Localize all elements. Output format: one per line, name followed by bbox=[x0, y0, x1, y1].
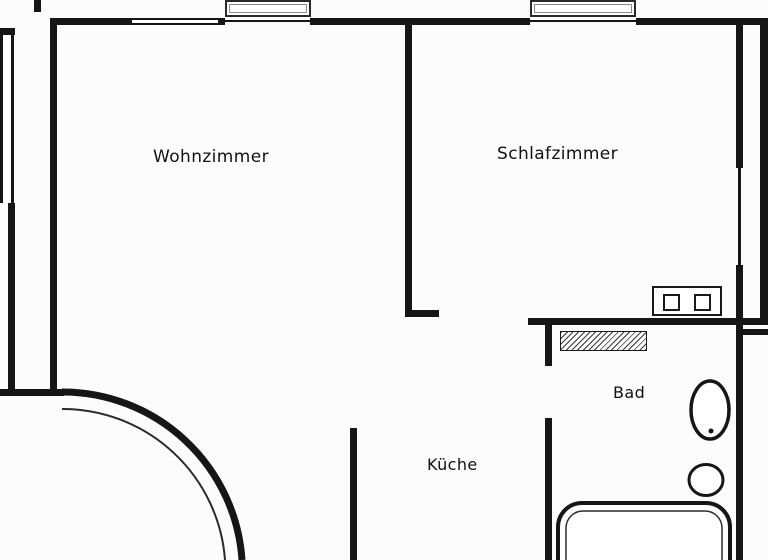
window-symbol-right-thin bbox=[738, 168, 741, 265]
wall-bad-left-lower bbox=[545, 418, 552, 560]
window-pane bbox=[534, 4, 632, 13]
room-label-wohnzimmer: Wohnzimmer bbox=[153, 147, 269, 167]
wall-stub-top-left bbox=[34, 0, 41, 12]
wall-top-thin-under-window-2 bbox=[530, 20, 636, 22]
curved-bay-wall-outer bbox=[61, 388, 246, 560]
wall-top-segment-4 bbox=[636, 18, 768, 25]
radiator-symbol bbox=[560, 331, 647, 351]
room-label-kueche: Küche bbox=[427, 455, 478, 474]
wall-top-segment-2 bbox=[218, 18, 225, 25]
wall-right-bath bbox=[736, 318, 743, 560]
bathtub-symbol bbox=[556, 501, 732, 560]
window-symbol-top-2 bbox=[530, 0, 636, 17]
cabinet-drawer-2 bbox=[694, 294, 711, 311]
wall-right-corner-line bbox=[743, 329, 768, 335]
wall-right-mid bbox=[736, 265, 743, 318]
room-label-bad: Bad bbox=[613, 383, 646, 402]
toilet-symbol bbox=[687, 463, 725, 497]
wall-far-right-outer bbox=[760, 18, 768, 318]
wall-top-segment-3 bbox=[310, 18, 530, 25]
curved-bay-wall-inner bbox=[61, 407, 226, 560]
wall-top-thin-under-window-1 bbox=[225, 20, 310, 22]
window-pane bbox=[229, 4, 307, 13]
wall-bad-left-upper bbox=[545, 318, 552, 366]
wall-center-divider bbox=[405, 18, 412, 317]
cabinet-drawer-1 bbox=[663, 294, 680, 311]
washbasin-symbol bbox=[689, 379, 731, 441]
wall-top-segment-1 bbox=[50, 18, 132, 25]
washbasin-drain bbox=[708, 428, 714, 434]
wall-kueche-left bbox=[350, 428, 357, 560]
window-symbol-top-inline bbox=[132, 18, 218, 25]
wall-wohnzimmer-left bbox=[50, 18, 57, 393]
wall-center-divider-foot bbox=[405, 310, 439, 317]
wall-schlafzimmer-bottom bbox=[528, 318, 768, 325]
room-label-schlafzimmer: Schlafzimmer bbox=[497, 144, 619, 164]
wall-bay-horizontal bbox=[0, 389, 64, 396]
bathtub-inner-rim bbox=[565, 510, 723, 560]
wall-right-upper bbox=[736, 18, 743, 168]
cabinet-symbol bbox=[652, 286, 722, 316]
wall-left-corner bbox=[0, 28, 15, 35]
window-symbol-top-1 bbox=[225, 0, 311, 17]
window-symbol-left bbox=[0, 35, 14, 203]
wall-left-lower bbox=[8, 203, 15, 393]
